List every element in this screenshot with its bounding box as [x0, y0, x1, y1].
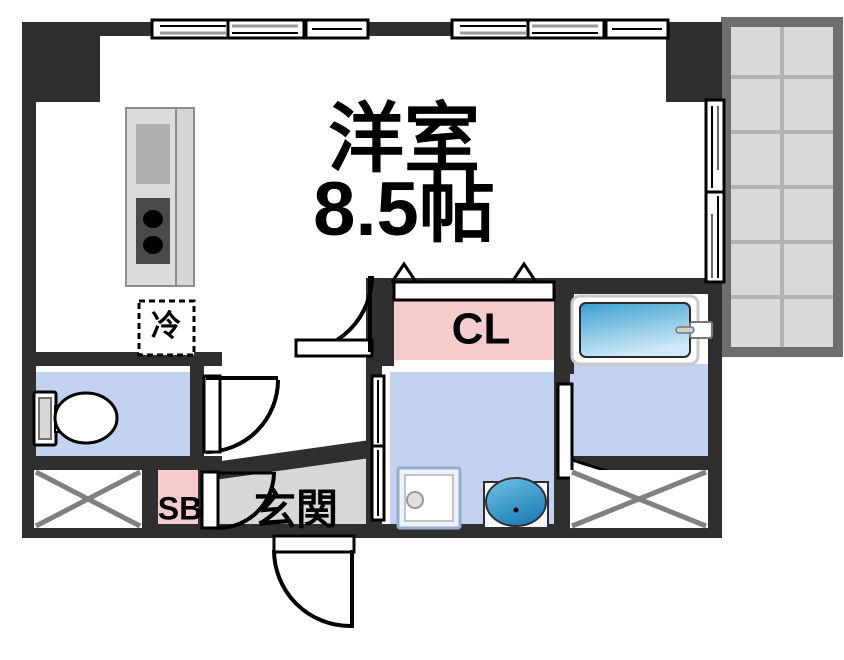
main-room-name: 洋室	[328, 97, 480, 182]
fixed-panel-right	[570, 469, 708, 529]
bathtub-fixture	[570, 294, 713, 366]
room-swing-door[interactable]	[294, 275, 374, 358]
kitchen-sink	[136, 124, 170, 184]
washroom-sliding-door[interactable]	[370, 374, 386, 522]
entrance-label: 玄関	[254, 486, 338, 533]
closet-folding-door[interactable]	[390, 261, 556, 302]
shoe-box-label: SB	[158, 490, 202, 526]
kitchen-unit	[125, 107, 195, 287]
gas-stove	[136, 198, 170, 264]
balcony	[721, 17, 843, 357]
refrigerator-marker	[137, 299, 196, 357]
refrigerator-label: 冷	[151, 310, 181, 343]
top-windows[interactable]	[150, 18, 670, 40]
closet-label: CL	[452, 305, 511, 354]
burner-icon	[143, 210, 163, 228]
entry-inner-door[interactable]	[200, 470, 276, 530]
corridor-swing-door[interactable]	[202, 374, 280, 454]
balcony-sliding-door[interactable]	[704, 98, 726, 284]
fixed-panel-left	[34, 469, 142, 529]
wash-basin	[483, 477, 549, 529]
toilet-fixture	[32, 390, 119, 447]
bathroom-floor	[568, 364, 716, 462]
washing-machine-space	[396, 466, 462, 530]
burner-icon	[143, 236, 163, 254]
front-door[interactable]	[272, 534, 356, 628]
entrance-floor	[214, 470, 366, 536]
main-room-size: 8.5帖	[313, 167, 495, 252]
closet-fill	[394, 298, 554, 360]
